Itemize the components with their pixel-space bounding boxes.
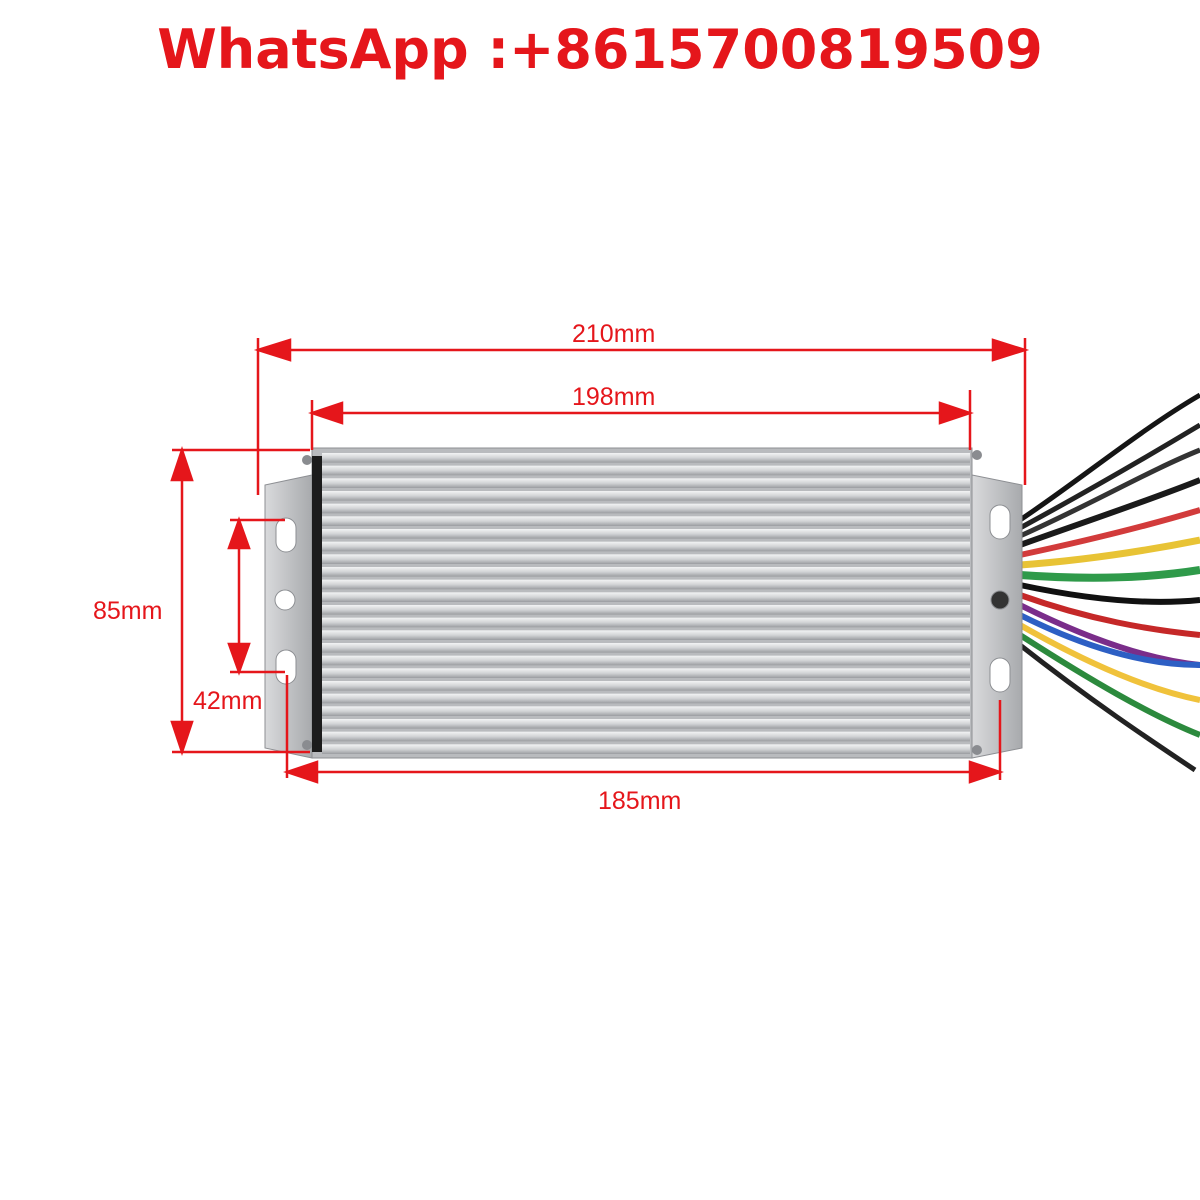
heatsink-fin: [322, 719, 970, 729]
heatsink-fin: [322, 605, 970, 615]
wire-harness: [1018, 392, 1200, 773]
dimension-label-overall-length: 210mm: [572, 320, 656, 348]
heatsink-fin: [322, 503, 970, 514]
right-mounting-bracket: [971, 474, 1023, 759]
heatsink-fin: [322, 731, 970, 742]
dimension-lines: [170, 338, 1030, 784]
heatsink-fin: [322, 465, 970, 476]
heatsink-fin: [322, 592, 970, 602]
heatsink-fin: [322, 478, 970, 488]
heatsink-fin: [322, 453, 970, 463]
whatsapp-contact-header: WhatsApp :+8615700819509: [157, 18, 1043, 81]
heatsink-fin: [322, 491, 970, 501]
heatsink-fin: [322, 706, 970, 716]
heatsink-fin: [322, 668, 970, 678]
heatsink-fin: [322, 744, 970, 754]
heatsink-fin: [322, 579, 970, 590]
dimension-label-hole-spacing-length: 185mm: [598, 787, 682, 815]
heatsink-fin: [322, 529, 970, 539]
heatsink-fin: [322, 693, 970, 704]
heatsink-fin: [322, 541, 970, 552]
dimension-label-body-length: 198mm: [572, 383, 656, 411]
heatsink-body: [302, 447, 982, 759]
heatsink-fin: [322, 655, 970, 666]
heatsink-fin: [322, 630, 970, 640]
left-mounting-bracket: [264, 474, 313, 759]
heatsink-fin: [322, 554, 970, 564]
heatsink-fin: [322, 643, 970, 653]
heatsink-fin: [322, 617, 970, 628]
dimension-label-hole-spacing-height: 42mm: [193, 687, 263, 715]
dimension-label-height: 85mm: [93, 597, 163, 625]
heatsink-fin: [322, 516, 970, 526]
heatsink-fin: [322, 681, 970, 691]
heatsink-fin: [322, 567, 970, 577]
